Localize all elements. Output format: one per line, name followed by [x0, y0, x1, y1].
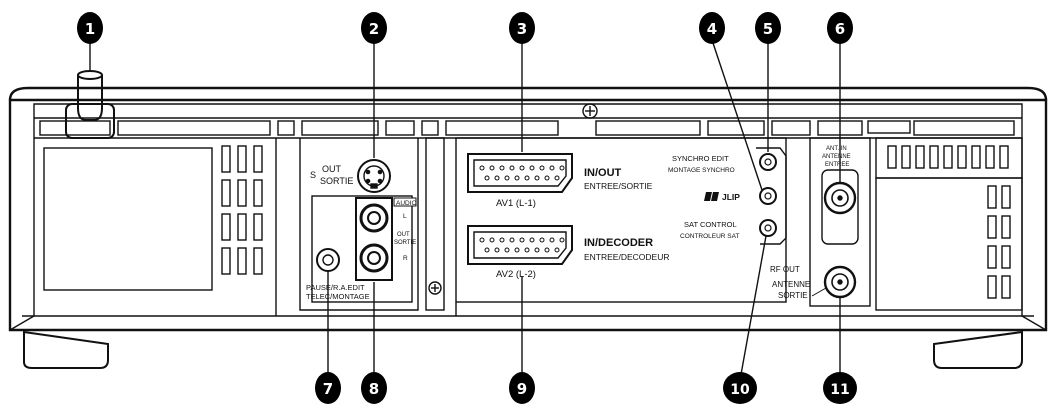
scart-av2-pins [479, 237, 565, 253]
inout-label: IN/OUT [584, 167, 622, 179]
callout-label: 10 [730, 382, 750, 398]
ant-in-label: ANT. IN [826, 146, 847, 152]
callout-10: 10 [723, 372, 757, 404]
s-video-out-label: OUT [322, 164, 342, 174]
callout-label: 9 [517, 380, 527, 398]
sat-control-label: SAT CONTROL [684, 220, 737, 229]
callout-4: 4 [699, 12, 725, 44]
pause-label-2: TELEC/MONTAGE [306, 292, 370, 301]
callout-8: 8 [361, 372, 387, 404]
jlip-label: JLIP [722, 192, 740, 202]
callout-1: 1 [77, 12, 103, 44]
rf-out-label: RF OUT [770, 265, 800, 274]
left-foot [23, 330, 109, 369]
right-vents [887, 145, 1011, 299]
top-screw [582, 103, 598, 119]
left-vents [221, 145, 263, 275]
callout-7: 7 [315, 372, 341, 404]
callout-label: 3 [517, 20, 527, 38]
audio-out-label: OUT [397, 232, 410, 238]
callout-label: 1 [85, 20, 95, 38]
callout-label: 4 [707, 20, 717, 38]
callout-label: 8 [369, 380, 379, 398]
controleur-sat-label: CONTROLEUR SAT [680, 233, 739, 240]
entree-sortie-label: ENTREE/SORTIE [584, 181, 653, 191]
audio-label: AUDIO [396, 200, 417, 207]
montage-synchro-label: MONTAGE SYNCHRO [668, 167, 735, 174]
rf-sortie-label: SORTIE [778, 291, 808, 300]
callout-label: 11 [830, 382, 849, 398]
ant-entree-label: ENTREE [825, 162, 849, 168]
right-foot [933, 330, 1023, 369]
callout-leaders [89, 39, 841, 381]
pause-label-1: PAUSE/R.A.EDIT [306, 283, 365, 292]
s-video-sortie-label: SORTIE [320, 176, 353, 186]
av1-label: AV1 (L-1) [496, 198, 536, 209]
indecoder-label: IN/DECODER [584, 237, 653, 249]
av-panel-left [299, 138, 419, 311]
callout-label: 6 [835, 20, 845, 38]
callout-3: 3 [509, 12, 535, 44]
callout-label: 5 [763, 20, 773, 38]
scart-av1-pins [479, 165, 565, 181]
callout-label: 7 [323, 380, 333, 398]
power-cord [77, 75, 103, 121]
synchro-edit-label: SYNCHRO EDIT [672, 154, 729, 163]
audio-r-label: R [403, 255, 408, 262]
audio-sortie-label: SORTIE [394, 240, 416, 246]
inner-rear-panel [33, 103, 1023, 317]
callout-2: 2 [361, 12, 387, 44]
housing-top-edge [8, 86, 1048, 101]
callout-label: 2 [369, 20, 379, 38]
callout-9: 9 [509, 372, 535, 404]
callout-11: 11 [823, 372, 857, 404]
s-video-letter: S [310, 170, 316, 180]
callout-6: 6 [827, 12, 853, 44]
audio-l-label: L [403, 213, 407, 220]
callout-5: 5 [755, 12, 781, 44]
ant-antenne-label: ANTENNE [822, 154, 851, 160]
av2-label: AV2 (L-2) [496, 269, 536, 280]
entree-decodeur-label: ENTREE/DECODEUR [584, 252, 669, 262]
rf-antenne-label: ANTENNE [772, 280, 810, 289]
